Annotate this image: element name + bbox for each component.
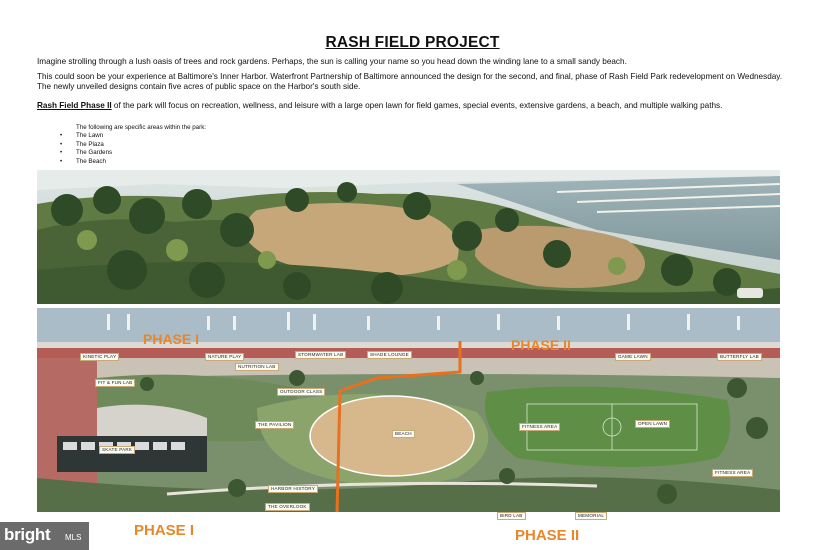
label-beach: BEACH (392, 430, 415, 438)
label-skate-park: SKATE PARK (99, 446, 136, 454)
label-shade-lounge: SHADE LOUNGE (367, 351, 412, 359)
area-item: The Plaza (60, 141, 112, 150)
phase-one-label-top: PHASE I (143, 331, 200, 347)
bright-logo: bright (4, 525, 51, 544)
label-butterfly-lab: BUTTERFLY LAB (717, 353, 762, 361)
areas-list: The Lawn The Plaza The Gardens The Beach (60, 132, 112, 166)
phase-two-label-top: PHASE II (511, 337, 571, 353)
label-nutrition-lab: NUTRITION LAB (235, 363, 279, 371)
areas-intro: The following are specific areas within … (76, 124, 207, 131)
phase-two-heading: Rash Field Phase II (37, 101, 112, 110)
harbor-paragraph: This could soon be your experience at Ba… (37, 72, 783, 91)
label-outdoor-class: OUTDOOR CLASS (277, 388, 326, 396)
label-harbor-history: HARBOR HISTORY (268, 485, 318, 493)
phase-two-paragraph: Rash Field Phase II of the park will foc… (37, 101, 787, 111)
area-item: The Beach (60, 158, 112, 167)
phase-one-label-bottom: PHASE I (134, 522, 195, 539)
phase-divider-line (335, 341, 462, 512)
label-the-overlook: THE OVERLOOK (265, 503, 310, 511)
phase-two-description: of the park will focus on recreation, we… (111, 101, 723, 110)
mls-label: MLS (65, 533, 82, 542)
label-game-lawn: GAME LAWN (615, 353, 651, 361)
label-fit-fun-lab: FIT & FUN LAB (95, 379, 136, 387)
area-item: The Gardens (60, 149, 112, 158)
bright-mls-watermark: bright MLS (0, 522, 89, 550)
label-bird-lab: BIRD LAB (497, 512, 526, 520)
label-stormwater-lab: STORMWATER LAB (295, 351, 347, 359)
intro-paragraph: Imagine strolling through a lush oasis o… (37, 57, 627, 66)
site-plan: KINETIC PLAY NATURE PLAY STORMWATER LAB … (37, 308, 780, 512)
label-memorial: MEMORIAL (575, 512, 608, 520)
phase-two-label-bottom: PHASE II (515, 527, 580, 544)
label-open-lawn: OPEN LAWN (635, 420, 671, 428)
label-fitness-area: FITNESS AREA (519, 423, 561, 431)
area-item: The Lawn (60, 132, 112, 141)
label-nature-play: NATURE PLAY (205, 353, 245, 361)
label-the-pavilion: THE PAVILION (255, 421, 295, 429)
page-title: RASH FIELD PROJECT (325, 34, 500, 51)
label-kinetic-play: KINETIC PLAY (80, 353, 120, 361)
label-fitness-area-2: FITNESS AREA (712, 469, 754, 477)
aerial-rendering (37, 170, 780, 304)
